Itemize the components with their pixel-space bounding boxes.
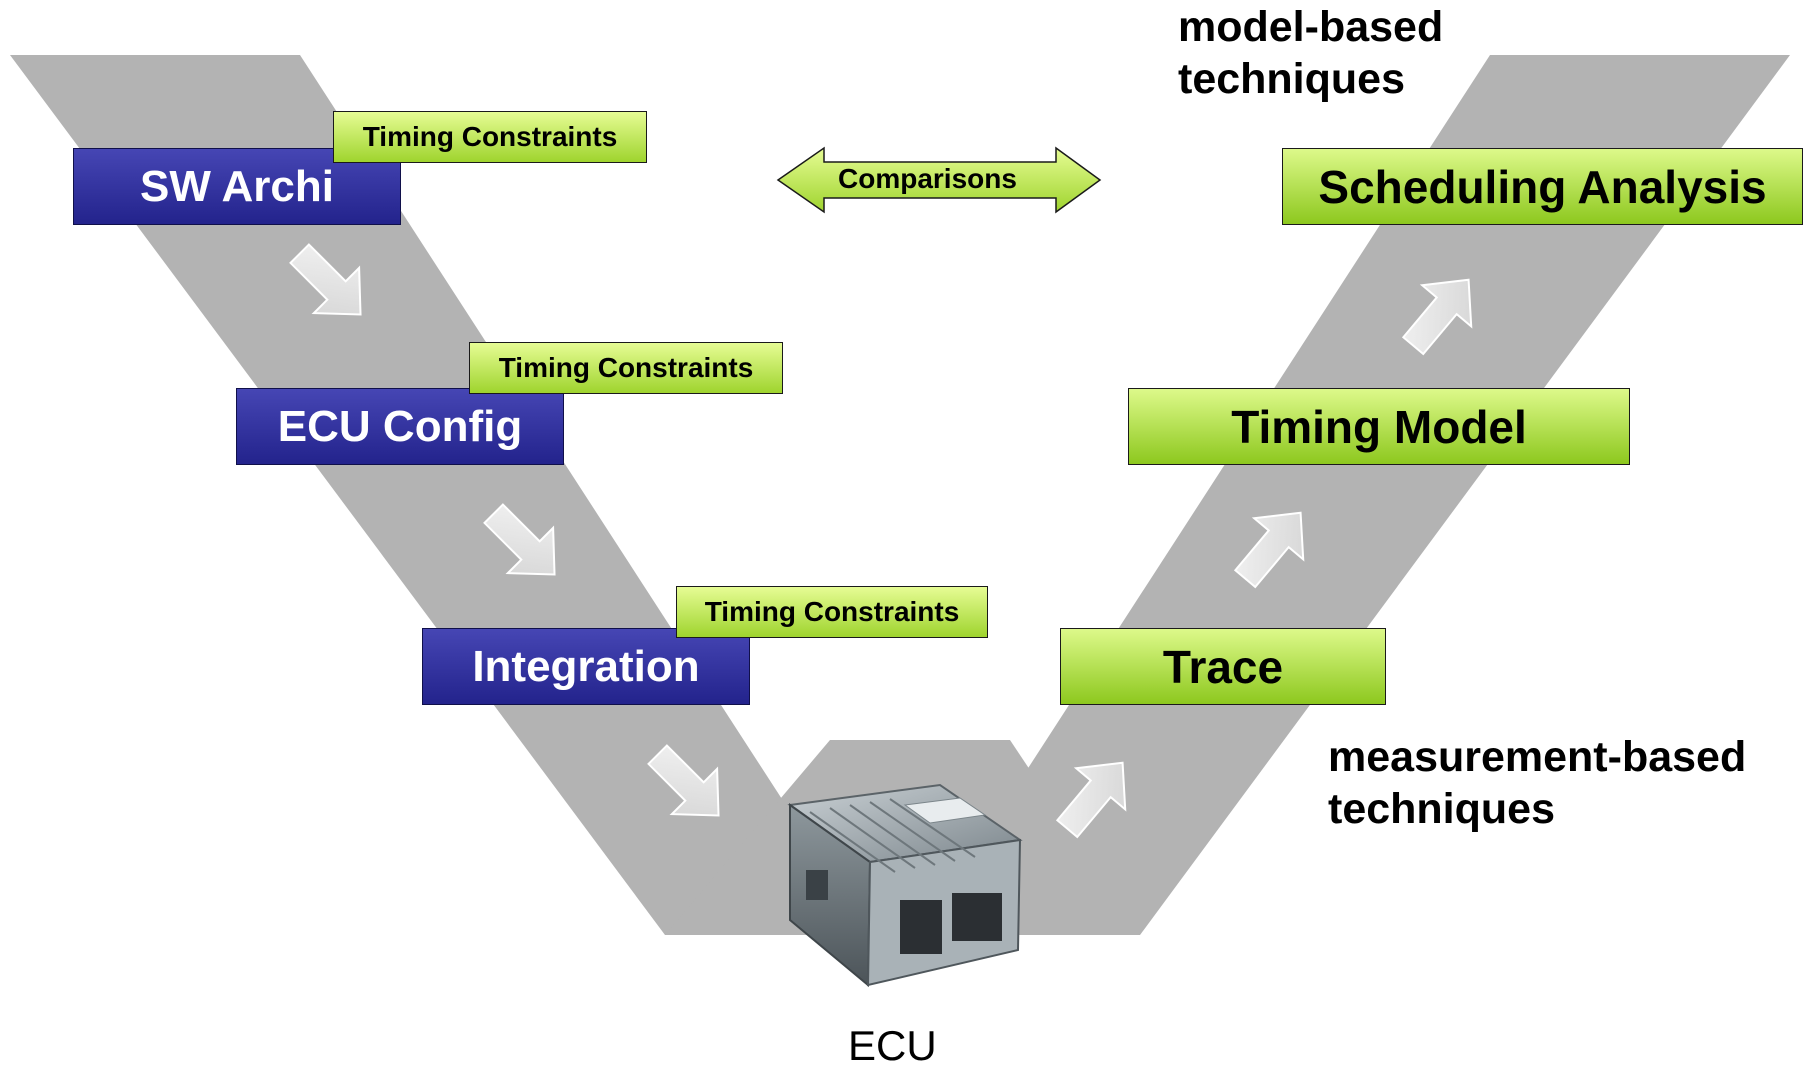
up-right-arrow-icon: [1055, 761, 1127, 839]
measurement-based-line2: techniques: [1328, 784, 1555, 833]
integration-box: Integration: [422, 628, 750, 705]
ecu-label: ECU: [848, 1022, 937, 1069]
model-based-label: model-based techniques: [1178, 2, 1443, 105]
up-right-arrow-icon: [1401, 278, 1473, 356]
timing-model-box: Timing Model: [1128, 388, 1630, 465]
timing-constraints-badge: Timing Constraints: [469, 342, 783, 394]
ecu-device-icon: [787, 783, 1023, 988]
down-right-arrow-icon: [289, 243, 362, 316]
scheduling-analysis-box: Scheduling Analysis: [1282, 148, 1803, 225]
comparisons-double-arrow: [776, 146, 1102, 214]
measurement-based-label: measurement-based techniques: [1328, 732, 1746, 835]
comparisons-label: Comparisons: [838, 163, 1017, 194]
measurement-based-line1: measurement-based: [1328, 733, 1747, 781]
trace-box: Trace: [1060, 628, 1386, 705]
down-right-arrow-icon: [483, 503, 556, 576]
model-based-line1: model-based: [1178, 3, 1444, 51]
model-based-line2: techniques: [1178, 54, 1405, 103]
v-band-right: [920, 55, 1790, 935]
down-right-arrow-icon: [647, 744, 720, 817]
ecu-config-box: ECU Config: [236, 388, 564, 465]
v-band-left: [10, 55, 870, 935]
timing-constraints-badge: Timing Constraints: [333, 111, 647, 163]
timing-constraints-badge: Timing Constraints: [676, 586, 988, 638]
up-right-arrow-icon: [1233, 511, 1305, 589]
